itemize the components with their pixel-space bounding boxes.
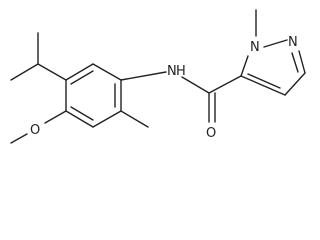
bond-ring-methoxy-o bbox=[44, 110, 67, 124]
bond-pyr-c4-c5 bbox=[240, 75, 286, 96]
bond-ring-5-inner bbox=[70, 106, 94, 121]
bond-pyr-n2-c3-double bbox=[291, 52, 299, 73]
bond-ring-2 bbox=[92, 63, 122, 81]
bond-ipr-left bbox=[10, 63, 39, 81]
bond-pyr-c3-c4 bbox=[284, 72, 306, 96]
bonds bbox=[10, 9, 306, 144]
bond-ring-1-inner bbox=[70, 70, 94, 85]
molecule-structure: N H O N N O bbox=[10, 9, 306, 144]
bond-pyr-c5-n1 bbox=[240, 55, 249, 77]
atom-label-n1-pyrazole: N bbox=[250, 40, 260, 55]
bond-methoxy-ch3 bbox=[10, 133, 28, 144]
bond-ipr-ring bbox=[37, 63, 67, 81]
bond-ring-1 bbox=[65, 63, 94, 81]
atom-label-n-amide: N bbox=[167, 64, 177, 79]
bond-ring-4 bbox=[92, 110, 122, 128]
bond-pyr-c4-c5-double bbox=[247, 73, 281, 89]
bond-ring-5 bbox=[65, 110, 94, 128]
bond-pyr-n1-n2 bbox=[263, 39, 288, 48]
atom-label-o-carbonyl: O bbox=[206, 126, 216, 141]
atom-label-n2-pyrazole: N bbox=[288, 35, 298, 50]
atom-label-h-amide: H bbox=[176, 64, 186, 79]
bond-nh-carbonyl bbox=[181, 76, 210, 94]
bond-ring-nh bbox=[120, 71, 167, 81]
atom-labels: N H O N N O bbox=[30, 35, 298, 141]
bond-ring-methyl bbox=[120, 110, 149, 128]
bond-pyr-n2-c3 bbox=[298, 50, 306, 74]
bond-carbonyl-pyrazole bbox=[208, 75, 242, 94]
atom-label-o-methoxy: O bbox=[30, 123, 40, 138]
